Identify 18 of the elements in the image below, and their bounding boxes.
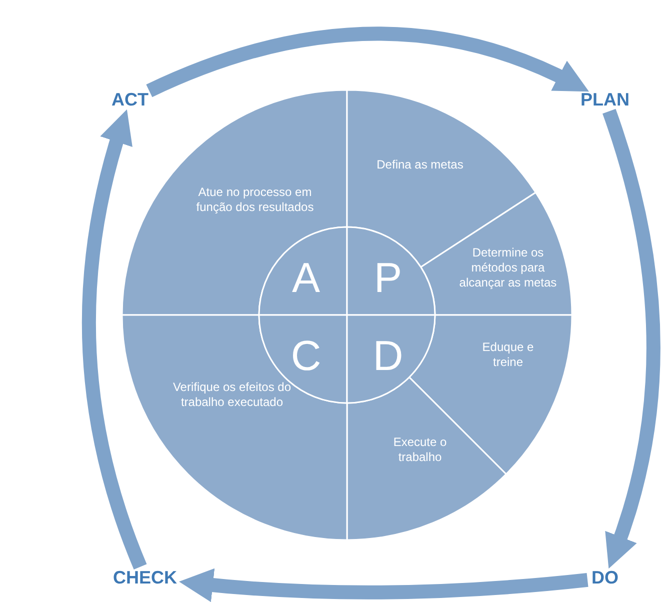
sector-text: Defina as metas: [375, 158, 465, 172]
phase-label: CHECK: [113, 570, 177, 586]
curved-arrow: [82, 109, 147, 570]
curved-arrow: [178, 568, 588, 602]
sector-text: Execute o trabalho: [375, 435, 465, 465]
sector-text: Determine os métodos para alcançar as metas: [448, 246, 568, 290]
phase-letter: P: [374, 255, 402, 301]
curved-arrow: [602, 109, 660, 569]
sector-text: Atue no processo em função dos resultados: [180, 185, 330, 215]
curved-arrow: [146, 26, 590, 98]
sector-text: Eduque e treine: [468, 340, 548, 370]
phase-label: PLAN: [580, 92, 630, 108]
phase-label: ACT: [112, 92, 148, 108]
sector-text: Verifique os efeitos do trabalho executado: [157, 380, 307, 410]
phase-letter: D: [372, 333, 404, 379]
phase-letter: A: [292, 255, 320, 301]
phase-label: DO: [592, 570, 618, 586]
phase-letter: C: [290, 333, 322, 379]
